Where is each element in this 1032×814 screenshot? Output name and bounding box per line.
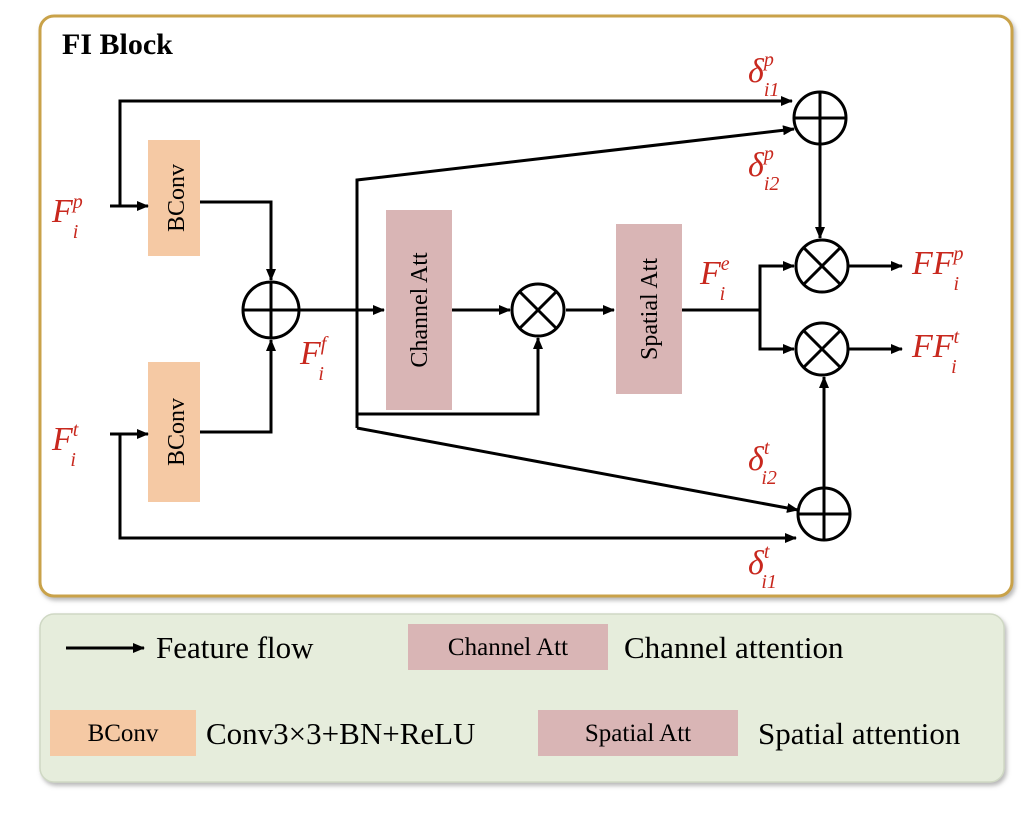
bconv-bottom-label: BConv: [164, 398, 190, 466]
channel-att-label: Channel Att: [407, 252, 433, 368]
product-operator-bottom: [794, 321, 850, 377]
legend-spatial-box-label: Spatial Att: [585, 720, 691, 747]
legend-panel: [39, 613, 1005, 783]
spatial-att-label: Spatial Att: [637, 258, 663, 360]
sum-operator-bottom: [796, 486, 852, 542]
legend-channel-box: [408, 624, 608, 670]
channel-att-block: [386, 210, 452, 410]
feature-flow-lines: [110, 96, 903, 543]
legend-feature-flow: Feature flow: [156, 630, 314, 665]
sum-operator-top: [792, 90, 848, 146]
product-operator-top: [794, 238, 850, 294]
bconv-top-label: BConv: [164, 164, 190, 232]
legend-bconv-box-label: BConv: [88, 720, 159, 747]
product-operator-middle: [510, 282, 566, 338]
legend-bconv-desc: Conv3×3+BN+ReLU: [206, 716, 475, 751]
legend-bconv-box: [50, 710, 196, 756]
legend-spatial-box: [538, 710, 738, 756]
sum-operator-fusion: [241, 280, 301, 340]
bconv-top-block: [148, 140, 200, 256]
bconv-bottom-block: [148, 362, 200, 502]
spatial-att-block: [616, 224, 682, 394]
legend-channel-desc: Channel attention: [624, 630, 844, 665]
legend-spatial-desc: Spatial attention: [758, 716, 961, 751]
legend-channel-box-label: Channel Att: [448, 634, 568, 661]
block-title: FI Block: [62, 28, 173, 61]
